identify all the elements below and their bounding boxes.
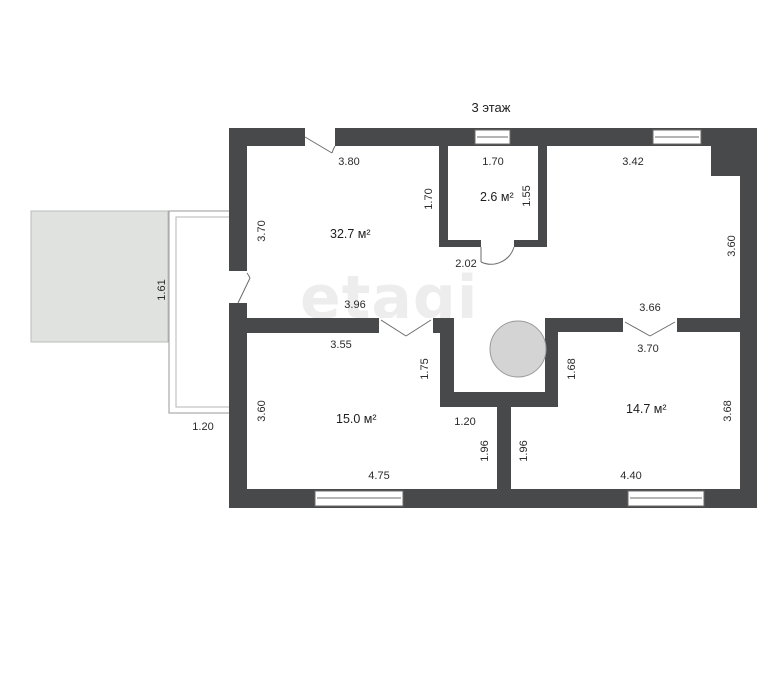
walls bbox=[229, 128, 757, 508]
dim-bath-door: 2.02 bbox=[455, 258, 476, 270]
balcony-railing bbox=[168, 210, 232, 414]
dim-hall-left: 1.75 bbox=[419, 358, 431, 379]
doors bbox=[229, 128, 677, 337]
dim-right-room-bottom: 3.66 bbox=[639, 302, 660, 314]
dim-bedroom-left-bottom: 4.75 bbox=[368, 470, 389, 482]
dim-right-room-right: 3.60 bbox=[726, 235, 738, 256]
dim-bedroom-right-left: 1.96 bbox=[518, 440, 530, 461]
door-balcony bbox=[229, 271, 251, 304]
window-right-bedroom bbox=[627, 490, 705, 507]
bathroom-wall-left bbox=[439, 146, 448, 247]
door-top-living bbox=[304, 128, 336, 154]
dim-bedroom-right-top: 3.70 bbox=[637, 343, 658, 355]
door-right-bedroom bbox=[623, 318, 677, 337]
room-area-bedroom-right: 14.7 м² bbox=[626, 402, 667, 416]
window-left-bedroom bbox=[314, 490, 404, 507]
windows bbox=[314, 129, 705, 507]
dim-living-top: 3.80 bbox=[338, 156, 359, 168]
dim-balcony-width: 1.20 bbox=[192, 421, 213, 433]
partition-right-a bbox=[545, 318, 623, 332]
balcony-railing-inner bbox=[175, 216, 232, 408]
dim-right-room-top: 3.42 bbox=[622, 156, 643, 168]
dim-hall-bottom: 1.20 bbox=[454, 416, 475, 428]
dim-living-left: 3.70 bbox=[256, 220, 268, 241]
dim-bedroom-left-left: 3.60 bbox=[256, 400, 268, 421]
bedrooms-divider bbox=[497, 392, 511, 508]
partition-right-b bbox=[677, 318, 757, 332]
hall-wall-right bbox=[545, 318, 558, 407]
dim-bedroom-right-bottom: 4.40 bbox=[620, 470, 641, 482]
room-area-living: 32.7 м² bbox=[330, 227, 371, 241]
round-column bbox=[489, 320, 547, 378]
bathroom-wall-right bbox=[538, 146, 547, 247]
dim-living-right-of-bath: 1.70 bbox=[423, 188, 435, 209]
dim-balcony-length: 1.61 bbox=[156, 279, 168, 300]
dim-living-bottom: 3.96 bbox=[344, 299, 365, 311]
dim-bath-right: 1.55 bbox=[521, 185, 533, 206]
room-area-bathroom: 2.6 м² bbox=[480, 190, 514, 204]
window-bathroom bbox=[474, 129, 511, 145]
dim-hall-right: 1.68 bbox=[566, 358, 578, 379]
dim-bath-top: 1.70 bbox=[482, 156, 503, 168]
balcony bbox=[30, 210, 232, 414]
column bbox=[711, 146, 740, 176]
door-bathroom bbox=[480, 240, 515, 265]
room-area-bedroom-left: 15.0 м² bbox=[336, 412, 377, 426]
bathroom-wall-bottom-left bbox=[439, 240, 481, 247]
bathroom-wall-bottom-right bbox=[514, 240, 547, 247]
dim-bedroom-left-right-lower: 1.96 bbox=[479, 440, 491, 461]
dim-bedroom-right-right: 3.68 bbox=[722, 400, 734, 421]
window-right-room bbox=[652, 129, 702, 145]
balcony-slab bbox=[30, 210, 169, 343]
floor-label: 3 этаж bbox=[472, 100, 511, 115]
door-left-bedroom bbox=[379, 318, 433, 337]
hall-wall-left bbox=[440, 318, 454, 407]
dim-bedroom-left-top: 3.55 bbox=[330, 339, 351, 351]
partition-left-a bbox=[229, 318, 379, 333]
